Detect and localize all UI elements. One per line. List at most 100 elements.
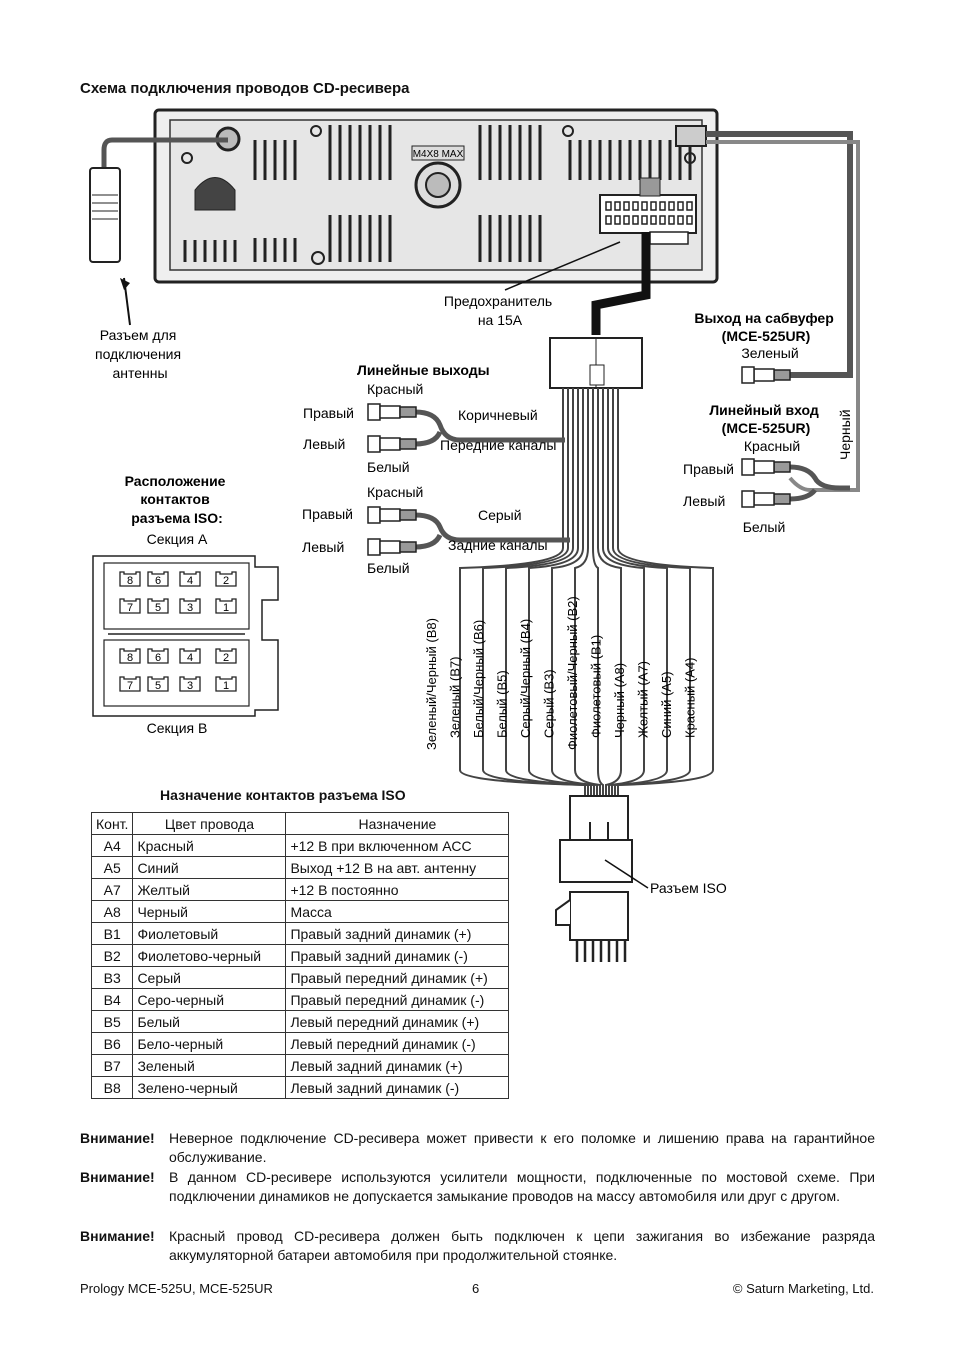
function-cell: Левый передний динамик (-) <box>285 1032 510 1055</box>
section-b-label: Секция В <box>147 720 208 736</box>
iso-plug <box>555 795 633 962</box>
pin-cell: В5 <box>90 1010 134 1033</box>
iso-pin: 3 <box>179 676 201 692</box>
color-cell: Черный <box>132 900 287 923</box>
header-color: Цвет провода <box>132 812 287 835</box>
header-function: Назначение <box>285 812 510 835</box>
wire-label: Белый/Черный (В6) <box>471 620 486 738</box>
footer-model: Prology MCE-525U, MCE-525UR <box>80 1281 273 1296</box>
rear-top-color: Красный <box>367 484 423 500</box>
rca-plug <box>741 366 791 384</box>
pin-number: 1 <box>223 680 229 692</box>
iso-pin: 6 <box>147 648 169 664</box>
pin-number: 6 <box>155 575 161 587</box>
iso-pin: 1 <box>215 676 237 692</box>
pin-cell: В3 <box>90 966 134 989</box>
color-cell: Зелено-черный <box>132 1076 287 1099</box>
warning-2: Внимание! В данном CD-ресивере использую… <box>80 1168 875 1206</box>
rca-plug <box>367 506 417 524</box>
front-bottom-color: Белый <box>367 459 410 475</box>
line-in-top-color: Красный <box>744 438 800 454</box>
warning-label: Внимание! <box>80 1228 155 1244</box>
iso-pin: 3 <box>179 598 201 614</box>
pin-number: 6 <box>155 652 161 664</box>
wire-label: Синий (А5) <box>659 671 674 738</box>
line-in-right-label: Правый <box>683 461 734 477</box>
iso-pin: 4 <box>179 648 201 664</box>
pin-number: 5 <box>155 680 161 692</box>
iso-connector-label: Разъем ISO <box>650 880 727 896</box>
warning-label: Внимание! <box>80 1169 155 1185</box>
function-cell: Правый задний динамик (+) <box>285 922 510 945</box>
section-a-label: Секция А <box>147 531 208 547</box>
front-channels-label: Передние каналы <box>440 437 556 453</box>
color-cell: Желтый <box>132 878 287 901</box>
wire-label: Зеленый (В7) <box>448 657 463 738</box>
warning-text: Неверное подключение CD-ресивера может п… <box>169 1130 875 1165</box>
screw-size-label: M4X8 MAX <box>413 149 464 160</box>
rca-plug <box>367 435 417 453</box>
color-cell: Бело-черный <box>132 1032 287 1055</box>
line-in-left-label: Левый <box>683 493 725 509</box>
rca-plug <box>741 458 791 476</box>
pin-cell: А7 <box>90 878 134 901</box>
rear-wire-label: Серый <box>478 507 522 523</box>
pin-cell: А4 <box>90 834 134 857</box>
rca-plug <box>367 403 417 421</box>
table-header-row: Конт. Цвет провода Назначение <box>90 812 510 835</box>
iso-pin: 5 <box>147 598 169 614</box>
function-cell: Левый задний динамик (+) <box>285 1054 510 1077</box>
line-out-title: Линейные выходы <box>357 362 490 378</box>
wire-label: Красный (А4) <box>683 658 698 739</box>
line-in-bottom-color: Белый <box>743 519 786 535</box>
pin-cell: В7 <box>90 1054 134 1077</box>
header-pin: Конт. <box>90 812 134 835</box>
front-wire-label: Коричневый <box>458 407 538 423</box>
iso-pin: 5 <box>147 676 169 692</box>
color-cell: Фиолетовый <box>132 922 287 945</box>
warning-label: Внимание! <box>80 1130 155 1146</box>
page-title: Схема подключения проводов CD-ресивера <box>80 80 410 97</box>
warning-3: Внимание! Красный провод CD-ресивера дол… <box>80 1227 875 1265</box>
function-cell: Правый передний динамик (+) <box>285 966 510 989</box>
wire-label: Черный (А8) <box>612 663 627 738</box>
iso-pin: 7 <box>119 676 141 692</box>
color-cell: Белый <box>132 1010 287 1033</box>
function-cell: Левый передний динамик (+) <box>285 1010 510 1033</box>
fuse-wire <box>591 232 651 335</box>
pin-number: 3 <box>187 602 193 614</box>
harness-connector <box>549 337 643 389</box>
pin-number: 2 <box>223 575 229 587</box>
color-cell: Красный <box>132 834 287 857</box>
color-cell: Серо-черный <box>132 988 287 1011</box>
warning-text: В данном CD-ресивере используются усилит… <box>169 1169 875 1204</box>
pin-number: 7 <box>127 680 133 692</box>
function-cell: Правый задний динамик (-) <box>285 944 510 967</box>
pin-number: 5 <box>155 602 161 614</box>
rca-plug <box>367 538 417 556</box>
antenna-cable <box>89 137 228 326</box>
line-in-rca-cables <box>789 464 850 502</box>
black-wire-label: Черный <box>837 409 853 460</box>
function-cell: Левый задний динамик (-) <box>285 1076 510 1099</box>
rear-bottom-color: Белый <box>367 560 410 576</box>
pin-cell: В1 <box>90 922 134 945</box>
pin-number: 3 <box>187 680 193 692</box>
wire-label: Фиолетовый/Черный (В2) <box>565 596 580 750</box>
rear-channels-label: Задние каналы <box>448 537 548 553</box>
function-cell: +12 В при включенном АСС <box>285 834 510 857</box>
color-cell: Зеленый <box>132 1054 287 1077</box>
function-cell: Выход +12 В на авт. антенну <box>285 856 510 879</box>
wire-label: Зеленый/Черный (В8) <box>424 618 439 750</box>
iso-pin: 8 <box>119 648 141 664</box>
